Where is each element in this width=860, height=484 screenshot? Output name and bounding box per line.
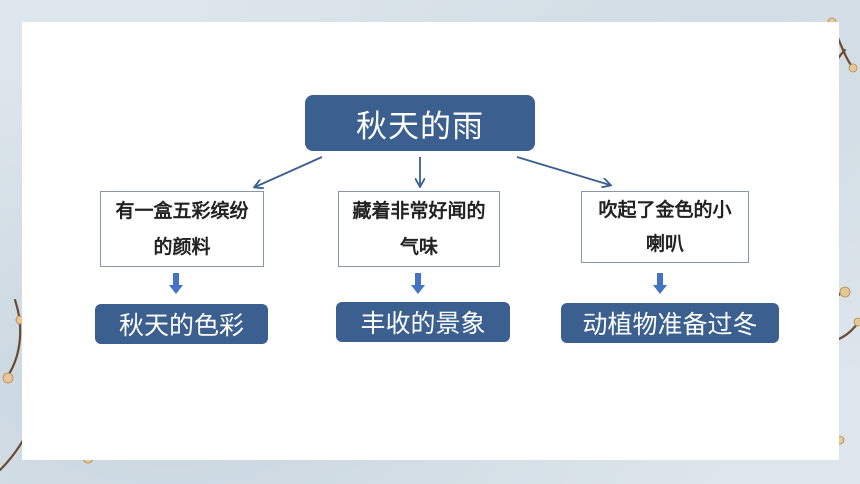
branch-1-result: 秋天的色彩 [95,304,268,344]
arrow-to-left-branch [255,156,323,187]
down-arrow-3 [653,273,667,294]
branch-2-description-text: 藏着非常好闻的气味 [352,200,486,258]
down-arrow-1 [169,273,183,294]
branch-2-description: 藏着非常好闻的气味 [338,191,500,267]
arrow-to-right-branch [516,156,610,185]
branch-1-description: 有一盒五彩缤纷的颜料 [100,191,264,267]
branch-1-description-text: 有一盒五彩缤纷的颜料 [115,200,249,258]
diagram-title: 秋天的雨 [305,95,535,151]
branch-3-description: 吹起了金色的小喇叭 [581,191,749,263]
branch-3-result: 动植物准备过冬 [561,303,779,343]
branch-2-result: 丰收的景象 [336,302,510,342]
branch-3-description-text: 吹起了金色的小喇叭 [598,199,732,255]
down-arrow-2 [411,273,425,294]
